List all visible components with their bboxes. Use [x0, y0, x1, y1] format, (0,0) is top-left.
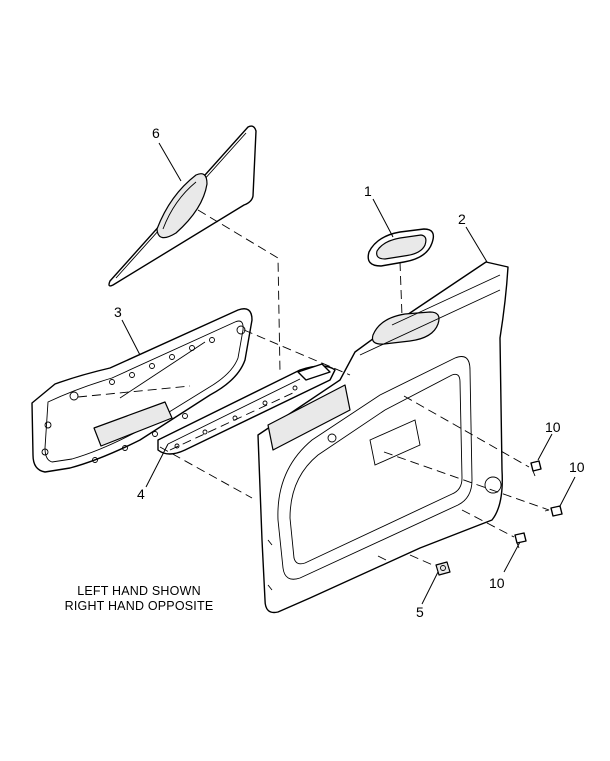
fastener-10-b	[544, 505, 563, 517]
callout-5: 5	[416, 604, 424, 620]
note-line-2: RIGHT HAND OPPOSITE	[65, 599, 214, 613]
callout-1: 1	[364, 183, 372, 199]
fastener-10-c	[514, 532, 527, 549]
callout-10-b: 10	[569, 459, 585, 475]
note-line-1: LEFT HAND SHOWN	[77, 584, 201, 598]
callout-2: 2	[458, 211, 466, 227]
part-1-handle-bezel	[367, 228, 435, 267]
part-2-door-trim-panel	[257, 261, 509, 614]
callout-6: 6	[152, 125, 160, 141]
callout-3: 3	[114, 304, 122, 320]
callout-10-c: 10	[489, 575, 505, 591]
fastener-10-a	[530, 460, 542, 477]
fastener-5	[435, 561, 451, 576]
callout-10-a: 10	[545, 419, 561, 435]
leader-lines	[121, 142, 576, 605]
part-6-upper-trim-panel	[108, 125, 257, 287]
callout-4: 4	[137, 486, 145, 502]
assembly-lines	[77, 209, 550, 567]
